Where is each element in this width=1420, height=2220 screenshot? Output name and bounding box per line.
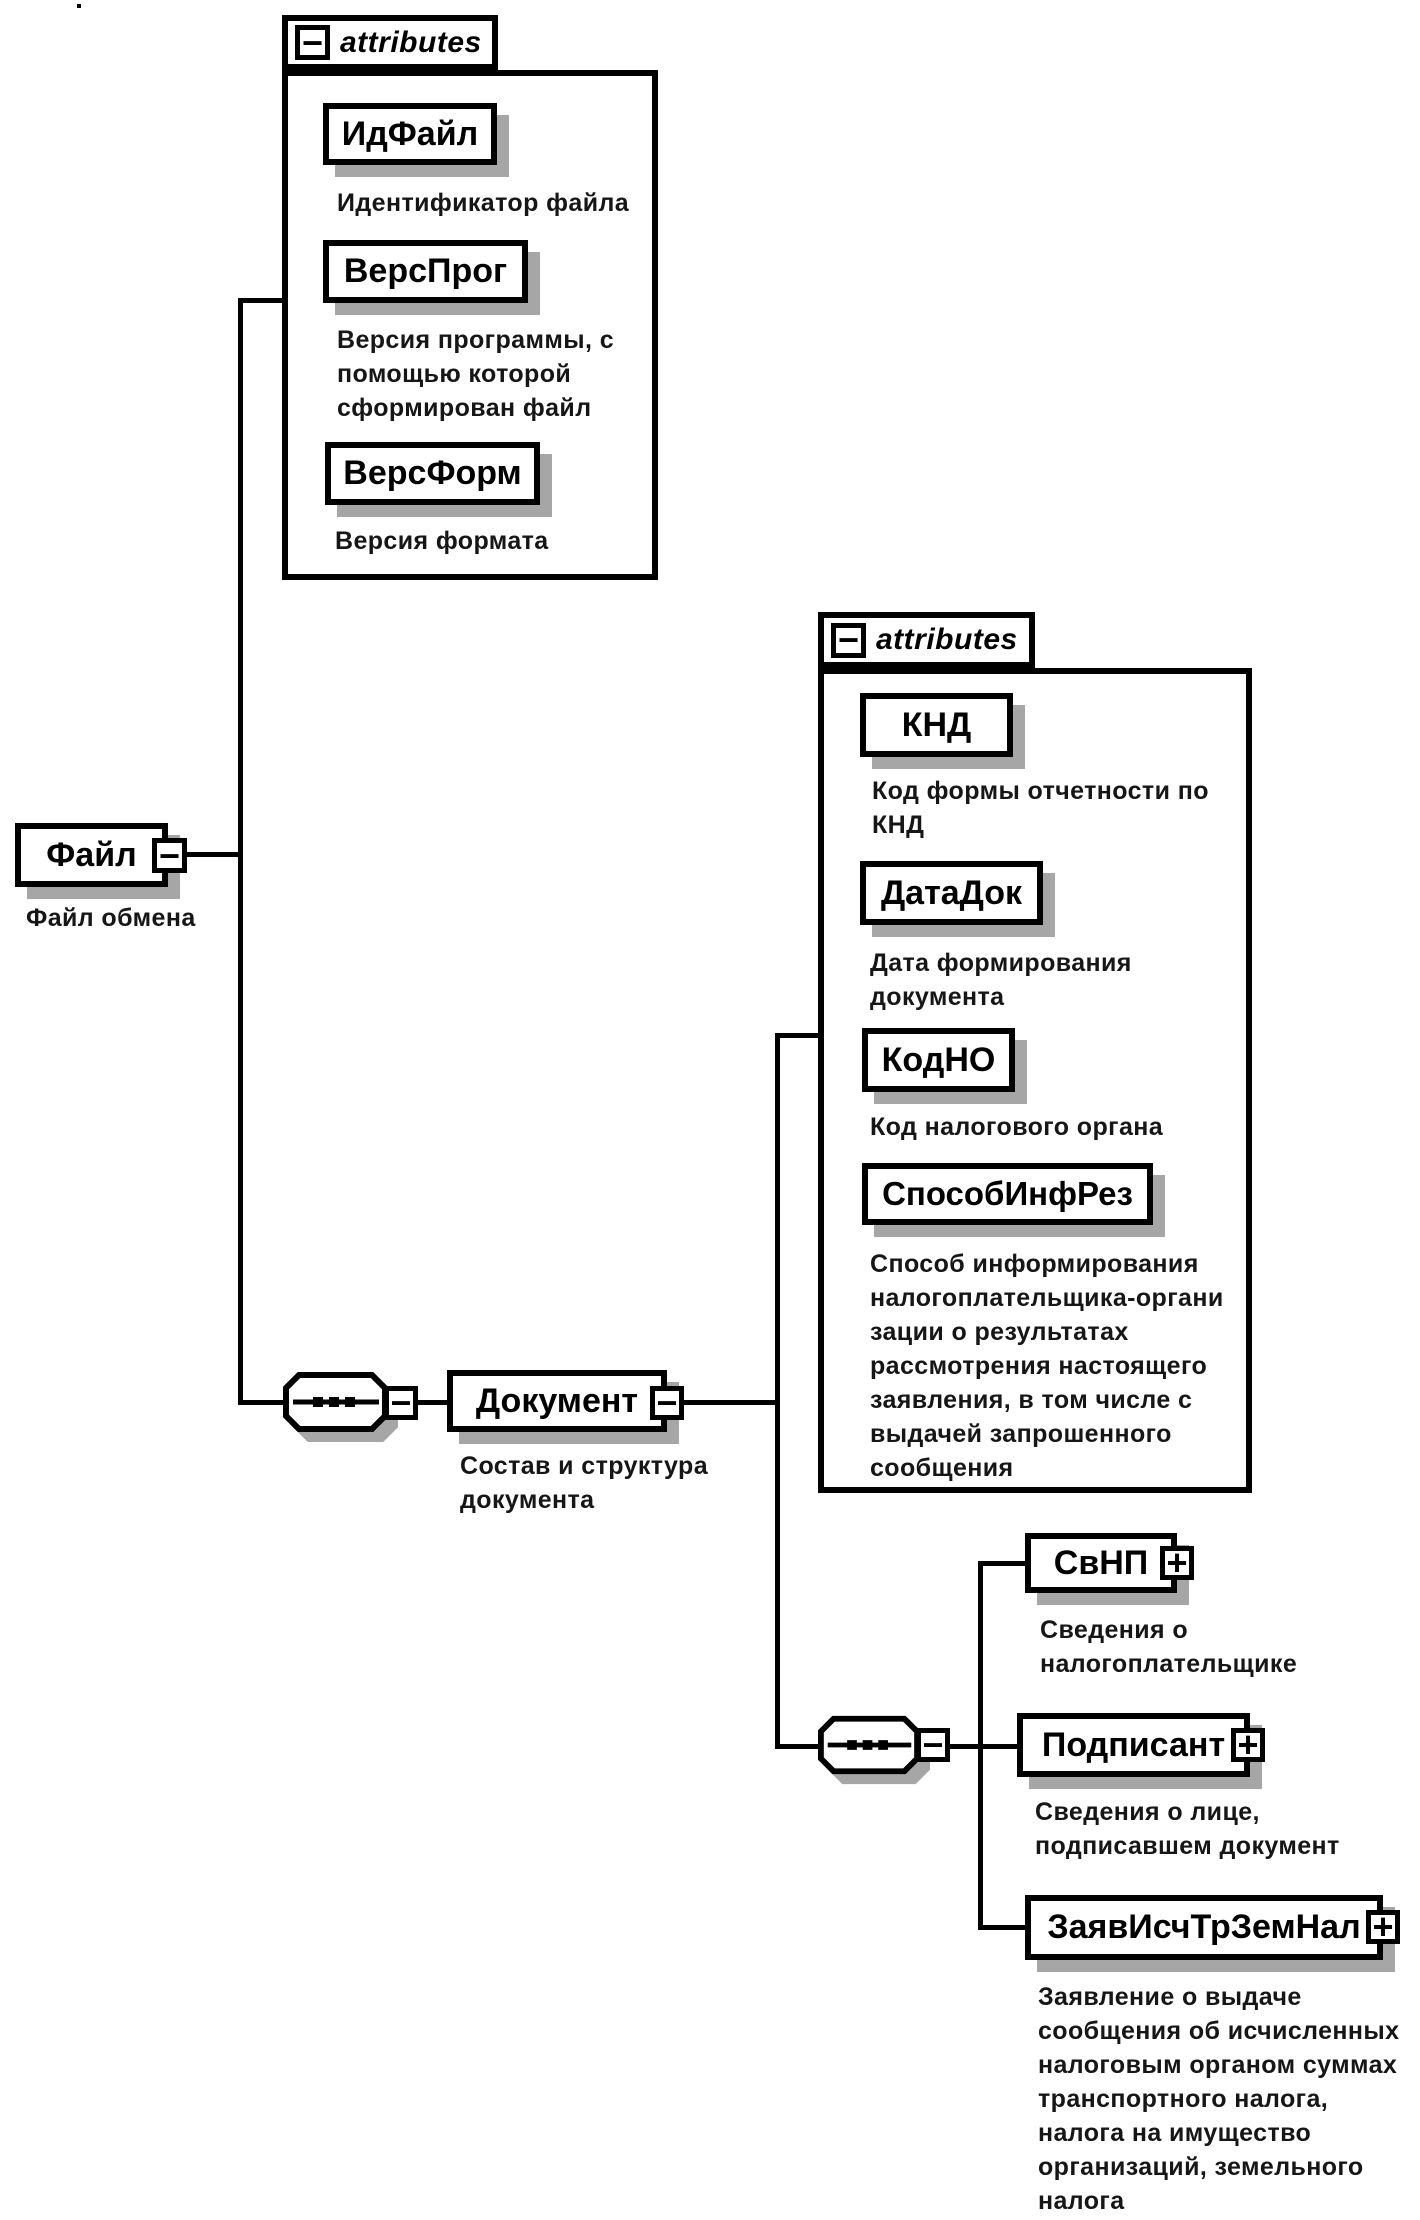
attribute-name: ВерсПрог bbox=[343, 252, 508, 290]
annotation-idfile: Идентификатор файла bbox=[337, 189, 630, 217]
annotation-svnp: Сведения о налогоплательщике bbox=[1040, 1616, 1298, 1678]
annotation-datadok: Дата формирования документа bbox=[870, 949, 1132, 1011]
attribute-box-kodno[interactable]: КодНО bbox=[862, 1028, 1015, 1092]
attribute-name: КодНО bbox=[881, 1040, 996, 1079]
connector-line bbox=[775, 1033, 820, 1038]
attribute-name: СпособИнфРез bbox=[882, 1175, 1133, 1212]
connector-line bbox=[682, 1400, 777, 1405]
connector-line bbox=[980, 1925, 1027, 1930]
attribute-name: ВерсФорм bbox=[343, 454, 522, 492]
element-box-podpisant[interactable]: Подписант bbox=[1017, 1713, 1250, 1777]
connector-line bbox=[240, 1400, 285, 1405]
collapse-icon[interactable]: − bbox=[916, 1728, 950, 1762]
connector-line bbox=[948, 1744, 1019, 1749]
attribute-name: ДатаДок bbox=[880, 873, 1023, 912]
annotation-zayavischtrzemnal: Заявление о выдаче сообщения об исчислен… bbox=[1038, 1983, 1400, 2215]
attribute-box-versform[interactable]: ВерсФорм bbox=[325, 442, 540, 505]
element-box-file[interactable]: Файл bbox=[15, 823, 168, 887]
connector-line bbox=[416, 1400, 449, 1405]
annotation-kodno: Код налогового органа bbox=[870, 1113, 1164, 1141]
collapse-icon[interactable]: − bbox=[650, 1386, 684, 1420]
sequence-icon[interactable] bbox=[818, 1715, 920, 1775]
collapse-icon[interactable]: − bbox=[831, 622, 866, 658]
connector-line bbox=[775, 1744, 820, 1749]
expand-icon[interactable]: + bbox=[1160, 1546, 1194, 1580]
element-box-zayavischtrzemnal[interactable]: ЗаявИсчТрЗемНал bbox=[1025, 1895, 1383, 1960]
collapse-icon[interactable]: − bbox=[152, 838, 187, 873]
annotation-document: Состав и структура документа bbox=[460, 1452, 708, 1514]
sequence-icon[interactable] bbox=[283, 1372, 388, 1432]
attribute-box-idfile[interactable]: ИдФайл bbox=[323, 103, 497, 165]
annotation-versform: Версия формата bbox=[335, 527, 549, 555]
element-name: Документ bbox=[475, 1381, 639, 1420]
annotation-versprog: Версия программы, с помощью которой сфор… bbox=[337, 326, 614, 422]
annotation-file: Файл обмена bbox=[26, 904, 196, 932]
connector-line bbox=[775, 1033, 780, 1749]
attribute-name: ИдФайл bbox=[341, 114, 479, 153]
annotation-knd: Код формы отчетности по КНД bbox=[872, 777, 1209, 839]
connector-line bbox=[238, 298, 285, 303]
expand-icon[interactable]: + bbox=[1231, 1728, 1265, 1762]
annotation-sposobinfrez: Способ информирования налогоплательщика-… bbox=[870, 1250, 1224, 1482]
annotation-podpisant: Сведения о лице, подписавшем документ bbox=[1035, 1798, 1340, 1860]
attribute-box-knd[interactable]: КНД bbox=[860, 693, 1013, 757]
element-name: Файл bbox=[46, 835, 137, 874]
attribute-box-sposobinfrez[interactable]: СпособИнфРез bbox=[862, 1163, 1153, 1225]
element-box-document[interactable]: Документ bbox=[447, 1370, 667, 1432]
connector-line bbox=[978, 1561, 983, 1930]
scan-speck bbox=[77, 4, 81, 8]
attribute-box-versprog[interactable]: ВерсПрог bbox=[323, 240, 528, 303]
attribute-box-datadok[interactable]: ДатаДок bbox=[860, 861, 1043, 925]
connector-line bbox=[185, 852, 240, 857]
file-attributes-tab: − attributes bbox=[282, 15, 498, 70]
collapse-icon[interactable]: − bbox=[384, 1386, 418, 1420]
element-box-svnp[interactable]: СвНП bbox=[1025, 1533, 1177, 1593]
element-name: Подписант bbox=[1041, 1725, 1226, 1764]
element-name: ЗаявИсчТрЗемНал bbox=[1047, 1908, 1361, 1946]
connector-line bbox=[980, 1561, 1027, 1566]
attribute-name: КНД bbox=[901, 705, 972, 744]
attributes-label: attributes bbox=[876, 623, 1018, 656]
expand-icon[interactable]: + bbox=[1366, 1910, 1400, 1944]
attributes-label: attributes bbox=[340, 25, 482, 59]
connector-line bbox=[238, 298, 243, 1405]
collapse-icon[interactable]: − bbox=[295, 25, 330, 60]
element-name: СвНП bbox=[1053, 1543, 1149, 1582]
document-attributes-tab: − attributes bbox=[818, 612, 1035, 668]
